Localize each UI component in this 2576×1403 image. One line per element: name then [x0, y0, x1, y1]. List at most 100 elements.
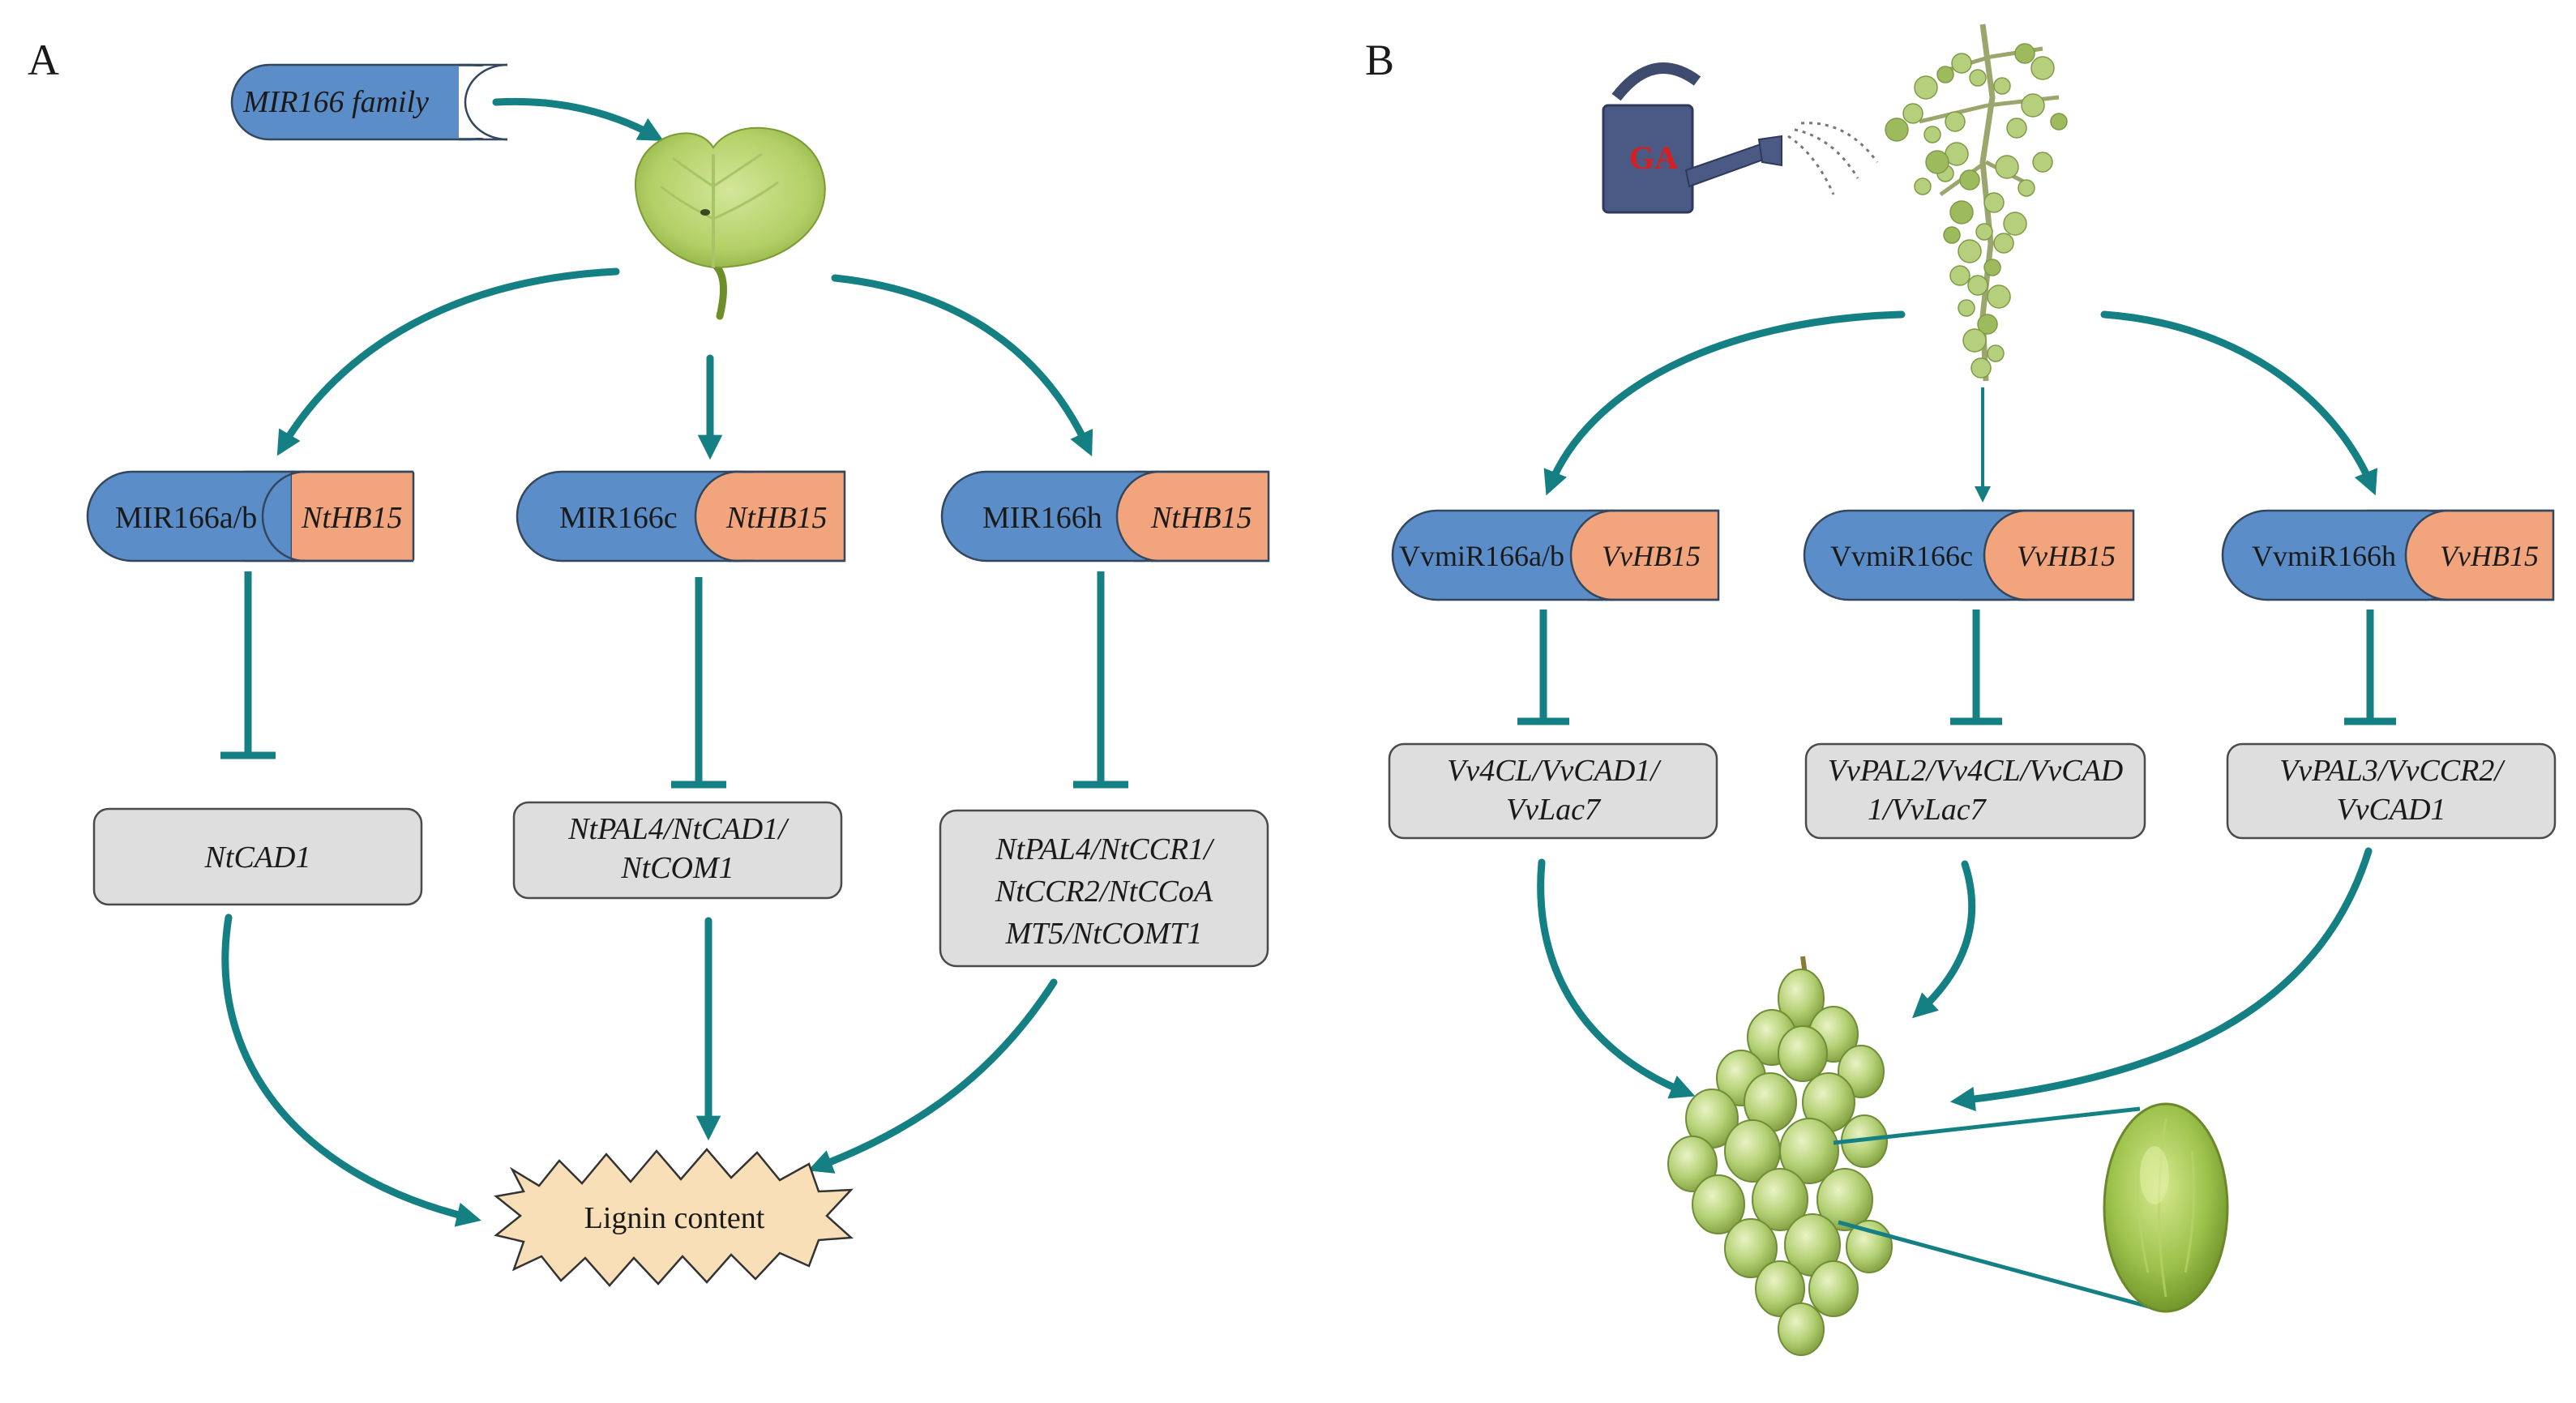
mirna-target-b1: VvHB15	[1602, 540, 1701, 572]
grape-berry	[1778, 1302, 1825, 1356]
inflorescence-bud	[1945, 111, 1966, 132]
gene-box-b2: VvPAL2/Vv4CL/VvCAD 1/VvLac7	[1804, 742, 2146, 840]
inflorescence-bud	[1959, 169, 1980, 190]
grape-berry	[1779, 1118, 1839, 1184]
gene-box-b1-line2: VvLac7	[1506, 793, 1602, 827]
zoom-line-bottom	[1838, 1220, 2155, 1311]
inflorescence-bud	[1958, 299, 1975, 317]
inhibition-b2	[1950, 610, 2002, 725]
arrow-leaf-to-mir166h	[831, 274, 1093, 457]
gene-box-a3-line2: NtCCR2/NtCCoA	[995, 875, 1213, 909]
inflorescence-bud	[1969, 69, 1987, 87]
gene-box-b3-line1: VvPAL3/VvCCR2/	[2279, 754, 2505, 788]
inhibition-b1	[1517, 610, 1569, 725]
mirna-target-a2: NtHB15	[725, 501, 828, 535]
grape-berry	[1692, 1174, 1745, 1234]
gene-box-b3: VvPAL3/VvCCR2/ VvCAD1	[2226, 742, 2557, 840]
grape-berry	[1816, 1168, 1873, 1231]
mirna-name-a1: MIR166a/b	[115, 501, 257, 535]
gene-box-b2-line1: VvPAL2/Vv4CL/VvCAD	[1828, 754, 2124, 788]
inflorescence-bud	[2006, 118, 2027, 139]
gene-box-b1: Vv4CL/VvCAD1/ VvLac7	[1388, 742, 1718, 840]
arrow-leaf-to-mir166ab	[276, 267, 620, 456]
inflorescence-bud	[1977, 314, 1998, 335]
mirna-target-pill-b3: VvmiR166h VvHB15	[2221, 509, 2555, 601]
inflorescence-bud	[2003, 212, 2027, 236]
inflorescence-bud	[1987, 284, 2011, 309]
grape-berry	[1724, 1218, 1778, 1278]
water-drops	[1787, 122, 1879, 195]
gene-box-a3-line3: MT5/NtCOMT1	[1005, 917, 1203, 951]
inflorescence-bud	[1923, 126, 1941, 143]
zoom-line-top	[1833, 1106, 2141, 1145]
arrow-b3-to-grapes	[1949, 847, 2373, 1112]
inflorescence-bud	[1902, 103, 1923, 124]
inflorescence-bud	[2014, 43, 2035, 64]
lignin-content-burst: Lignin content	[494, 1148, 854, 1287]
gene-box-a2: NtPAL4/NtCAD1/ NtCOM1	[512, 801, 843, 900]
inflorescence-bud	[1993, 77, 2011, 95]
inflorescence-bud	[1925, 150, 1949, 174]
gene-box-a1-line1: NtCAD1	[204, 841, 311, 875]
panel-a: A MIR166 family	[28, 36, 1270, 1287]
inhibition-a2	[671, 577, 726, 789]
arrow-infl-to-vvmir166ab	[1543, 310, 1906, 496]
inflorescence-bud	[2032, 152, 2053, 173]
panel-b: B GA	[1365, 24, 2557, 1356]
mirna-target-a3: NtHB15	[1150, 501, 1252, 535]
mirna-name-b1: VvmiR166a/b	[1399, 540, 1564, 572]
grape-berry	[1752, 1168, 1808, 1231]
mirna-name-a3: MIR166h	[982, 501, 1102, 535]
gene-box-a1: NtCAD1	[92, 807, 423, 906]
inhibition-a3	[1073, 571, 1128, 789]
inflorescence-bud	[1971, 357, 1992, 379]
inflorescence-bud	[2050, 113, 2068, 130]
inflorescence-buds	[1885, 43, 2068, 379]
panel-b-label: B	[1365, 36, 1394, 84]
inflorescence-bud	[1943, 226, 1961, 244]
starburst-shape	[494, 1148, 854, 1287]
arrow-family-to-leaf	[492, 97, 664, 141]
panel-a-label: A	[28, 36, 59, 84]
mirna-target-pill-a3: MIR166h NtHB15	[940, 470, 1270, 562]
gene-box-a2-line2: NtCOM1	[620, 851, 734, 885]
arrow-a3-to-lignin	[807, 978, 1058, 1174]
lignin-content-label: Lignin content	[584, 1201, 765, 1235]
inflorescence-bud	[2021, 93, 2045, 118]
ga-label: GA	[1629, 139, 1678, 176]
inflorescence-bud	[1962, 328, 1987, 353]
gene-box-b3-line2: VvCAD1	[2336, 793, 2445, 827]
gene-box-a3-line1: NtPAL4/NtCCR1/	[995, 832, 1215, 866]
gene-box-b2-line2: 1/VvLac7	[1868, 793, 1988, 827]
inflorescence-bud	[1975, 223, 1993, 241]
inflorescence-bud	[1983, 192, 2005, 213]
mirna-target-a1: NtHB15	[301, 501, 403, 535]
mirna-name-b3: VvmiR166h	[2252, 540, 2396, 572]
mirna-name-b2: VvmiR166c	[1830, 540, 1973, 572]
grape-berry	[1808, 1260, 1859, 1317]
inflorescence-bud	[2018, 179, 2035, 197]
gene-box-a3: NtPAL4/NtCCR1/ NtCCR2/NtCCoA MT5/NtCOMT1	[939, 809, 1269, 968]
inhibition-b3	[2344, 610, 2396, 725]
grape-berry-icon	[2103, 1102, 2229, 1313]
inflorescence-bud	[1995, 155, 2019, 179]
inflorescence-bud	[1949, 200, 1974, 225]
mirna-target-pill-a2: MIR166c NtHB15	[516, 470, 846, 562]
inflorescence-bud	[1914, 75, 1938, 100]
watering-can-icon: GA	[1602, 62, 1879, 214]
mir166-family-label: MIR166 family	[242, 85, 429, 119]
mirna-name-a2: MIR166c	[559, 501, 678, 535]
inflorescence-bud	[1914, 178, 1932, 195]
inflorescence-bud	[1951, 53, 1972, 74]
mirna-target-b3: VvHB15	[2440, 540, 2539, 572]
arrow-b2-to-grapes	[1912, 860, 1976, 1019]
inflorescence-bud	[1936, 66, 1954, 83]
inflorescence-bud	[1993, 233, 2014, 254]
arrow-a1-to-lignin	[221, 913, 481, 1227]
inflorescence-bud	[1967, 275, 1988, 296]
grape-berry	[1846, 1220, 1893, 1273]
inflorescence-bud	[1958, 239, 1982, 263]
inflorescence-bud	[1949, 265, 1971, 286]
mirna-target-pill-a1: MIR166a/b NtHB15	[86, 470, 415, 562]
